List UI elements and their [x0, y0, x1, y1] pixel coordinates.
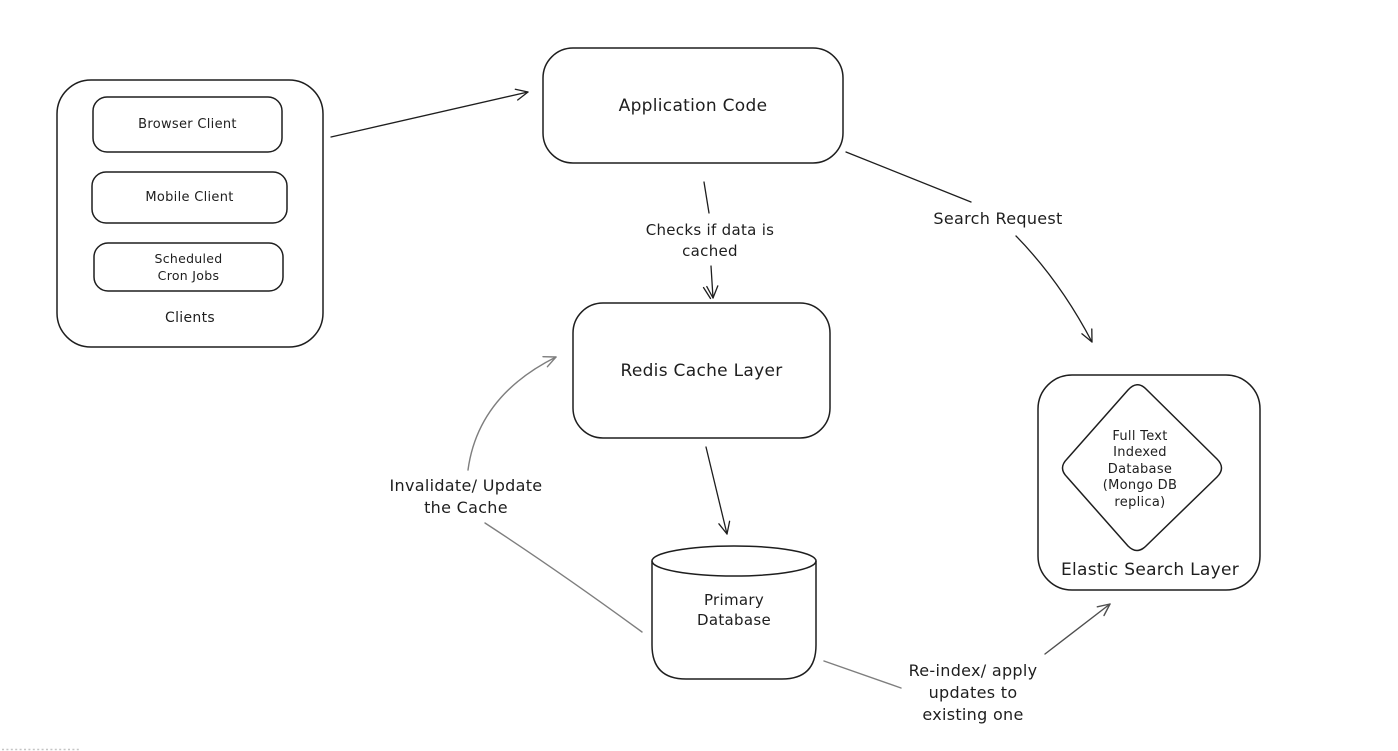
elastic-search-label: Elastic Search Layer	[1060, 560, 1240, 580]
application-code-label: Application Code	[618, 95, 768, 116]
cylinder-top	[651, 545, 817, 577]
browser-client-label: Browser Client	[138, 117, 237, 132]
gray-edge-layer	[467, 356, 902, 689]
primary-database-cylinder	[651, 545, 817, 680]
label-reindex: Re-index/ apply updates to existing one	[908, 661, 1038, 724]
browser-client-box	[92, 96, 283, 153]
dark-shape-layer	[56, 47, 1261, 680]
label-invalidate-cache: Invalidate/ Update the Cache	[389, 476, 543, 517]
label-search-request: Search Request	[933, 209, 1063, 228]
label-checks-cached: Checks if data is cached	[645, 221, 775, 260]
arrow-redis-to-db	[705, 446, 731, 535]
mobile-client-box	[91, 171, 288, 224]
full-text-diamond-label: Full Text Indexed Database (Mongo DB rep…	[1102, 428, 1178, 510]
arrow-app-to-elastic	[845, 151, 1093, 343]
clients-group-box	[56, 79, 324, 348]
cron-jobs-box	[93, 242, 284, 292]
arrow-app-to-redis	[702, 181, 719, 300]
cylinder-body	[651, 560, 817, 680]
cron-jobs-label: Scheduled Cron Jobs	[154, 251, 223, 283]
primary-database-label: Primary Database	[697, 591, 771, 629]
arrow-db-to-elastic	[1044, 603, 1111, 655]
arrow-db-to-elastic-tail	[823, 660, 902, 689]
arrow-db-to-redis	[467, 356, 643, 633]
redis-cache-box	[572, 302, 831, 439]
mobile-client-label: Mobile Client	[145, 190, 234, 205]
clients-group-label: Clients	[165, 310, 215, 326]
redis-cache-label: Redis Cache Layer	[620, 360, 783, 381]
arrow-clients-to-app	[330, 88, 529, 138]
elastic-search-box	[1037, 374, 1261, 591]
full-text-diamond	[1061, 384, 1223, 552]
application-code-box	[542, 47, 844, 164]
